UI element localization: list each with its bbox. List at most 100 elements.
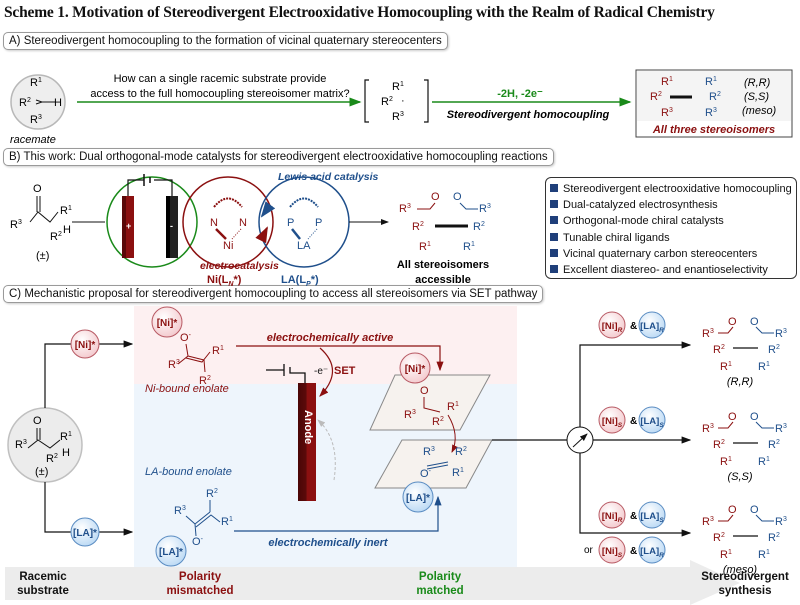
result-label: All three stereoisomers: [652, 124, 775, 136]
svg-text:·: ·: [401, 95, 405, 107]
svg-text:R1: R1: [661, 76, 673, 88]
svg-text:R1: R1: [720, 456, 732, 468]
la-enolate-label: LA-bound enolate: [145, 466, 232, 478]
svg-text:R3: R3: [174, 505, 186, 517]
svg-text:R2: R2: [206, 488, 218, 500]
outcome-ss-catalysts: [Ni]S & [LA]S: [598, 406, 666, 434]
svg-text:R2: R2: [46, 453, 58, 465]
svg-text:N: N: [210, 217, 218, 229]
bullet-square-icon: [550, 216, 558, 225]
svg-text:R2: R2: [713, 439, 725, 451]
svg-text:O: O: [33, 183, 42, 195]
ni-tag-top: [Ni]*: [75, 340, 96, 351]
ni-catalyst-label: Ni(LN*): [207, 274, 242, 288]
svg-text:&: &: [630, 321, 637, 332]
feature-item: Dual-catalyzed electrosynthesis: [550, 197, 792, 213]
bullet-square-icon: [550, 265, 558, 274]
svg-text:[LA]R: [LA]R: [640, 321, 664, 334]
svg-text:R2: R2: [412, 221, 424, 233]
svg-text:O: O: [728, 316, 737, 328]
svg-text:or: or: [584, 545, 594, 556]
product-label: (R,R): [727, 376, 754, 388]
svg-text:R3: R3: [705, 107, 717, 119]
svg-text:R2: R2: [432, 416, 444, 428]
electrocatalysis-label: electrocatalysis: [200, 260, 279, 272]
scheme-title: Scheme 1. Motivation of Stereodivergent …: [4, 4, 715, 21]
svg-text:R1: R1: [221, 516, 233, 528]
svg-text:[Ni]*: [Ni]*: [405, 364, 426, 375]
svg-text:O: O: [728, 411, 737, 423]
feature-text: Stereodivergent electrooxidative homocou…: [563, 183, 792, 195]
svg-text:[LA]*: [LA]*: [406, 493, 430, 504]
svg-text:R2: R2: [768, 344, 780, 356]
lewis-acid-label: Lewis acid catalysis: [278, 171, 379, 183]
plus-sign: +: [126, 221, 131, 231]
progress-arrow: [5, 560, 740, 605]
svg-text:[Ni]R: [Ni]R: [602, 321, 623, 334]
section-b: O R3 R1 R2 H (±) + - N N Ni electrocatal…: [10, 171, 491, 288]
svg-text:O: O: [750, 316, 759, 328]
ni-catalysis-circle: [182, 176, 274, 268]
svg-text:&: &: [630, 546, 637, 557]
bullet-square-icon: [550, 200, 558, 209]
svg-text:O: O: [431, 191, 440, 203]
svg-text:R3: R3: [702, 328, 714, 340]
svg-text:R3: R3: [423, 446, 435, 458]
svg-text:R2: R2: [713, 532, 725, 544]
svg-text:R2: R2: [473, 221, 485, 233]
racemate-r2: R2: [19, 97, 31, 109]
product-label: (S,S): [727, 471, 752, 483]
isomer-ss: (S,S): [744, 91, 769, 103]
svg-text:R3: R3: [479, 203, 491, 215]
racemate-label: racemate: [10, 134, 56, 146]
svg-text:R2: R2: [199, 375, 211, 387]
minus-sign: -: [170, 221, 173, 231]
feature-item: Tunable chiral ligands: [550, 230, 792, 246]
svg-text:R1: R1: [212, 345, 224, 357]
racemate-r1: R1: [30, 77, 42, 89]
bracket-left: [364, 79, 369, 123]
svg-text:R3: R3: [399, 203, 411, 215]
svg-text:R1: R1: [758, 361, 770, 373]
svg-text:R1: R1: [419, 241, 431, 253]
la-tag-bottom: [LA]*: [73, 528, 97, 539]
section-b-header: B) This work: Dual orthogonal-mode catal…: [3, 148, 554, 166]
svg-text:H: H: [62, 447, 70, 459]
svg-text:R2: R2: [650, 91, 662, 103]
svg-text:R2: R2: [713, 344, 725, 356]
section-c-header: C) Mechanistic proposal for stereodiverg…: [3, 285, 544, 303]
bracket-right: [424, 79, 429, 123]
svg-text:R3: R3: [702, 516, 714, 528]
racemate-r3: R3: [30, 114, 42, 126]
outcome-meso-catalysts: [Ni]R & [LA]S or [Ni]S & [LA]R: [584, 501, 666, 564]
bullet-square-icon: [550, 248, 558, 257]
substrate-racemic-c: (±): [35, 466, 48, 478]
svg-text:H: H: [63, 224, 71, 236]
svg-text:O: O: [750, 411, 759, 423]
svg-text:P: P: [315, 217, 322, 229]
features-box: Stereodivergent electrooxidative homocou…: [545, 177, 797, 279]
inert-label: electrochemically inert: [268, 537, 389, 549]
svg-text:P: P: [287, 217, 294, 229]
svg-text:R3: R3: [15, 439, 27, 451]
svg-text:R1: R1: [60, 431, 72, 443]
svg-text:R1: R1: [392, 81, 404, 93]
svg-text:[Ni]*: [Ni]*: [157, 318, 178, 329]
anode-label: Anode: [302, 410, 314, 444]
plane-top: [369, 374, 491, 431]
la-tag-circle: [70, 517, 100, 547]
racemate-circle: [10, 74, 66, 130]
svg-text:LA: LA: [297, 240, 311, 252]
svg-text:R2: R2: [381, 96, 393, 108]
isomer-rr: (R,R): [744, 77, 771, 89]
section-c: O R3 R1 R2 H (±) [Ni]* [LA]* [Ni]* O- R3…: [5, 306, 740, 605]
question-line1: How can a single racemic substrate provi…: [114, 73, 327, 85]
feature-text: Tunable chiral ligands: [563, 231, 670, 244]
feature-item: Orthogonal-mode chiral catalysts: [550, 213, 792, 229]
svg-text:R3: R3: [775, 423, 787, 435]
